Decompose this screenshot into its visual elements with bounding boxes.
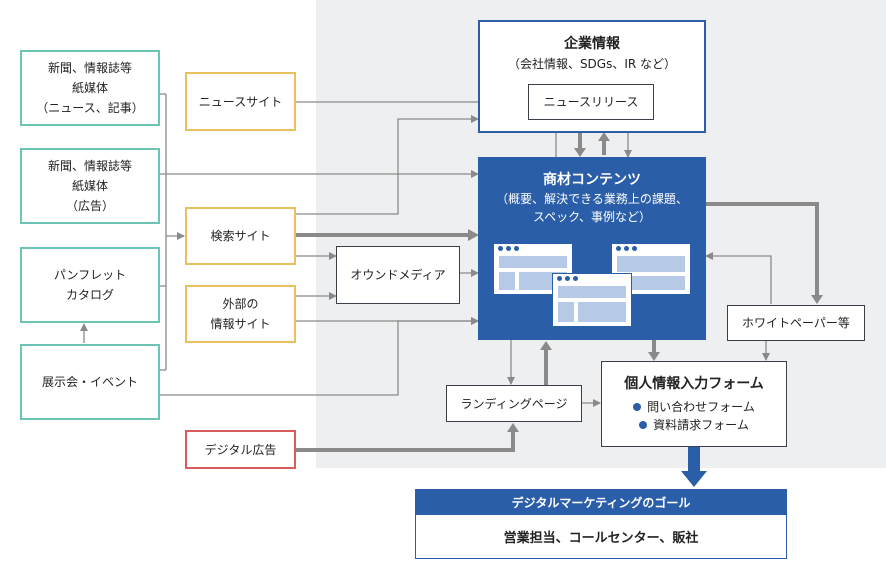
company-info-title: 企業情報 [564, 36, 620, 52]
source-newspaper-ad-line3: （広告） [65, 199, 114, 213]
source-newspaper-article: 新聞、情報誌等 紙媒体 （ニュース、記事） [20, 50, 160, 126]
thick-digitalad-to-landing [296, 430, 515, 452]
line-whitepaper-to-content [705, 252, 772, 304]
arrowhead-search-content [468, 229, 479, 241]
channel-search-site: 検索サイト [185, 207, 296, 265]
source-newspaper-ad: 新聞、情報誌等 紙媒体 （広告） [20, 148, 160, 224]
press-release-box: ニュースリリース [528, 84, 654, 120]
form-item-inquiry-label: 問い合わせフォーム [647, 400, 755, 414]
company-info-subtitle: （会社情報、SDGs、IR など） [507, 57, 677, 71]
white-paper-label: ホワイトペーパー等 [742, 316, 850, 330]
channel-search-site-label: 検索サイト [210, 229, 271, 243]
form-item-brochure: 資料請求フォーム [639, 416, 749, 434]
source-newspaper-article-line2: 紙媒体 [71, 81, 108, 95]
source-exhibition-label: 展示会・イベント [41, 375, 138, 389]
landing-page-box: ランディングページ [446, 385, 582, 422]
arrowhead-content-form [648, 352, 660, 361]
form-item-brochure-label: 資料請求フォーム [653, 418, 749, 432]
product-content-line1: （概要、解決できる業務上の課題、 [496, 192, 688, 206]
arrowhead-company-content [574, 148, 586, 157]
arrowhead-landing-content [540, 341, 552, 350]
line-search-to-release [296, 115, 479, 215]
channel-digital-ad-label: デジタル広告 [204, 442, 277, 457]
arrowhead-content-whitepaper [811, 295, 823, 304]
owned-media-box: オウンドメディア [336, 246, 460, 304]
owned-media-label: オウンドメディア [350, 268, 446, 282]
form-title: 個人情報入力フォーム [624, 376, 764, 392]
product-content-line2: スペック、事例など） [532, 210, 652, 224]
goal-header: デジタルマーケティングのゴール [415, 489, 787, 515]
arrowhead-content-company [598, 132, 610, 141]
source-newspaper-article-line3: （ニュース、記事） [36, 101, 144, 115]
form-item-inquiry: 問い合わせフォーム [633, 398, 755, 416]
source-pamphlet: パンフレット カタログ [20, 247, 160, 323]
channel-external-site-line2: 情報サイト [210, 317, 271, 331]
goal-body: 営業担当、コールセンター、販社 [415, 515, 787, 559]
bullet-icon [633, 403, 642, 411]
personal-info-form-box: 個人情報入力フォーム 問い合わせフォーム 資料請求フォーム [601, 361, 787, 447]
browser-window-center [552, 273, 632, 327]
thick-content-to-whitepaper [706, 202, 819, 297]
arrowhead-digitalad-landing [507, 423, 519, 432]
channel-digital-ad: デジタル広告 [185, 430, 296, 469]
source-newspaper-article-line1: 新聞、情報誌等 [47, 61, 132, 75]
arrow-form-to-goal-head [681, 471, 707, 487]
arrow-form-to-goal-shaft [688, 447, 700, 473]
press-release-label: ニュースリリース [543, 95, 639, 109]
channel-external-site-line1: 外部の [222, 297, 259, 311]
source-pamphlet-line2: カタログ [65, 288, 114, 302]
bullet-icon [639, 421, 648, 429]
source-pamphlet-line1: パンフレット [53, 268, 127, 282]
landing-page-label: ランディングページ [460, 396, 568, 411]
company-info-box: 企業情報 （会社情報、SDGs、IR など） [478, 20, 706, 133]
product-content-title: 商材コンテンツ [543, 172, 641, 188]
source-exhibition: 展示会・イベント [20, 344, 160, 420]
white-paper-box: ホワイトペーパー等 [727, 305, 865, 341]
channel-external-site: 外部の 情報サイト [185, 285, 296, 343]
source-newspaper-ad-line2: 紙媒体 [71, 179, 108, 193]
channel-news-site-label: ニュースサイト [198, 94, 283, 109]
browser-window-right [611, 243, 691, 295]
channel-news-site: ニュースサイト [185, 72, 296, 131]
source-newspaper-ad-line1: 新聞、情報誌等 [47, 159, 132, 173]
